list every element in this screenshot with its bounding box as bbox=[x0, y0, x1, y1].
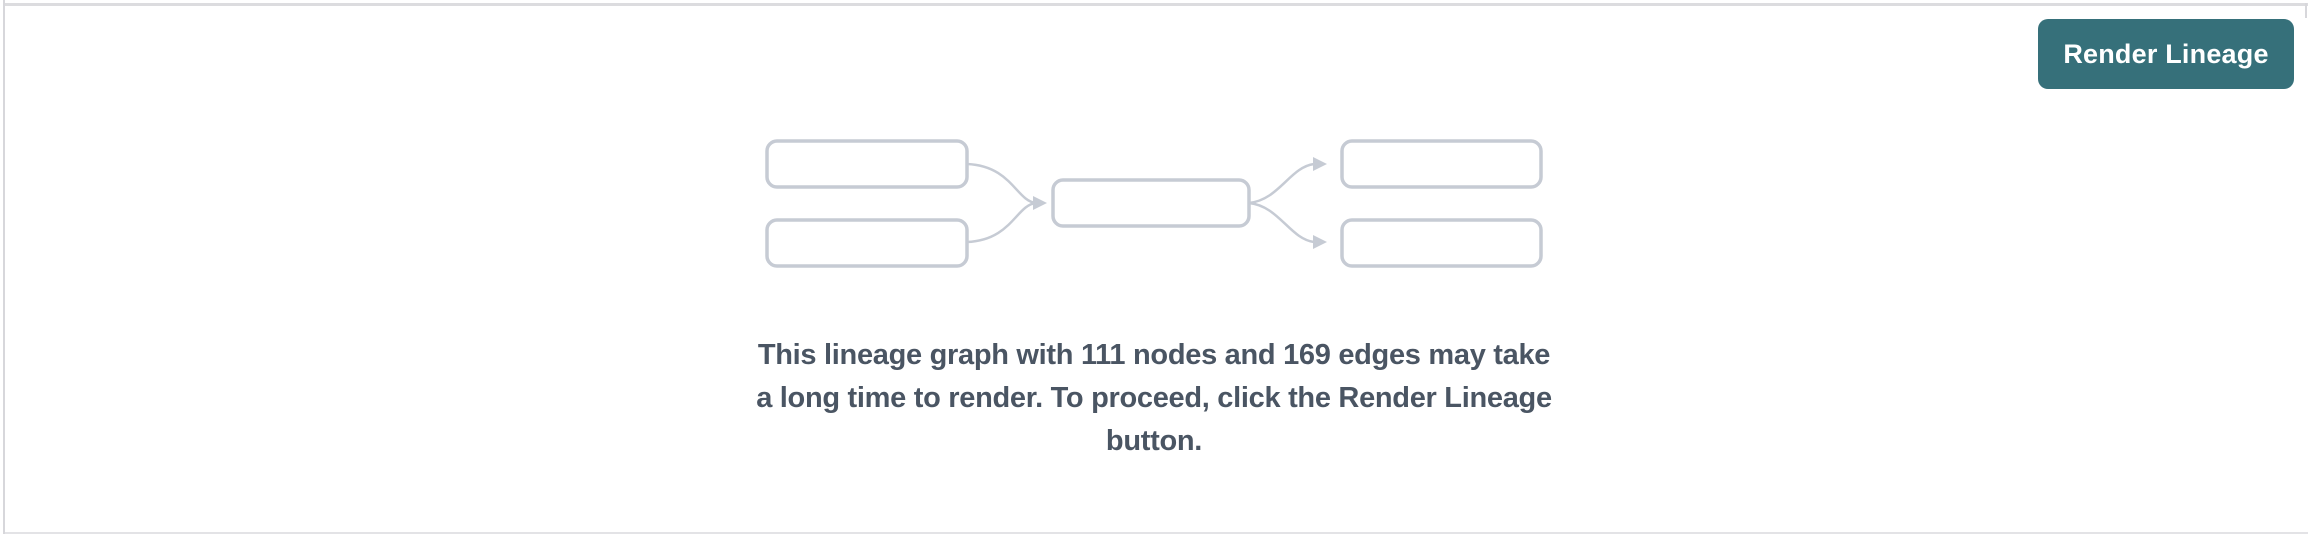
panel-left-border bbox=[3, 0, 5, 534]
render-warning-line: a long time to render. To proceed, click… bbox=[756, 382, 1552, 414]
placeholder-edge-right-top bbox=[1248, 162, 1315, 205]
arrowhead-icon bbox=[1313, 157, 1327, 171]
panel-top-border bbox=[5, 3, 2308, 6]
placeholder-edge-left-bottom bbox=[966, 201, 1037, 244]
placeholder-edge-right-bottom bbox=[1248, 201, 1315, 244]
placeholder-node-left-bottom bbox=[765, 218, 969, 268]
placeholder-node-left-top bbox=[765, 139, 969, 189]
arrowhead-icon bbox=[1313, 235, 1327, 249]
arrowhead-icon bbox=[1033, 196, 1047, 210]
placeholder-edge-left-top bbox=[966, 162, 1037, 205]
lineage-empty-state: This lineage graph with 111 nodes and 16… bbox=[0, 138, 2308, 463]
lineage-placeholder-illustration bbox=[765, 139, 1543, 268]
placeholder-node-right-top bbox=[1340, 139, 1543, 189]
render-warning-line: button. bbox=[1105, 425, 1203, 457]
placeholder-node-right-bottom bbox=[1340, 218, 1543, 268]
placeholder-node-center bbox=[1051, 178, 1251, 228]
panel-right-border bbox=[2305, 3, 2307, 18]
render-warning-message: This lineage graph with 111 nodes and 16… bbox=[756, 334, 1552, 463]
render-lineage-button[interactable]: Render Lineage bbox=[2038, 19, 2294, 89]
panel-bottom-border bbox=[5, 532, 2308, 534]
render-warning-line: This lineage graph with 111 nodes and 16… bbox=[757, 339, 1551, 371]
